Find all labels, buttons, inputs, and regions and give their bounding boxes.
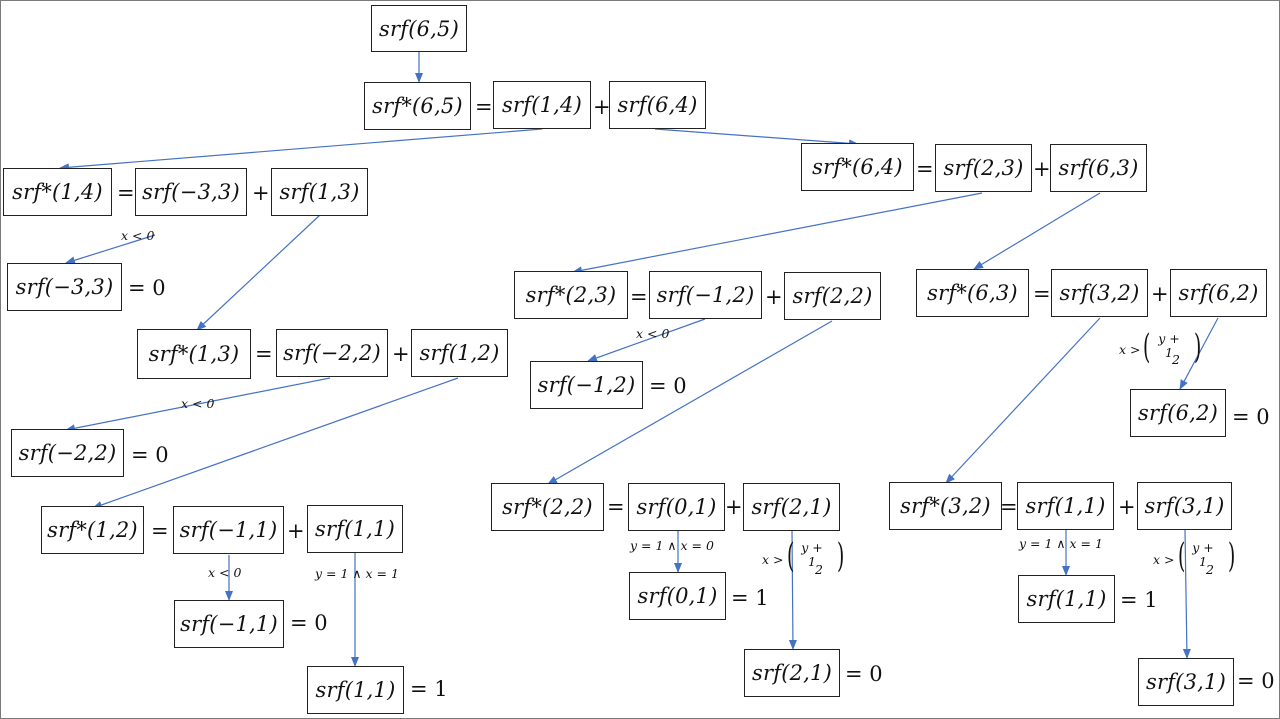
condition-y1-and-x0: y = 1 ∧ x = 0 <box>630 538 714 553</box>
result-zero: = 0 <box>649 374 687 398</box>
node-result-srf-m1-1: srf(−1,1) <box>174 600 284 648</box>
op-plus: + <box>252 181 270 205</box>
node-srf-6-2: srf(6,2) <box>1170 269 1267 317</box>
condition-y1-and-x1: y = 1 ∧ x = 1 <box>1019 536 1103 551</box>
binom-bottom: 2 <box>815 562 823 577</box>
op-equals: = <box>255 342 273 366</box>
binom-right-paren: ) <box>1227 536 1236 576</box>
node-srf-1-2: srf(1,2) <box>411 329 508 377</box>
node-srf-3-2: srf(3,2) <box>1051 269 1148 317</box>
node-srf-star-6-3: srf*(6,3) <box>916 269 1029 317</box>
node-srf-6-4: srf(6,4) <box>609 81 706 129</box>
binom-bottom: 2 <box>1206 562 1214 577</box>
node-srf-1-3: srf(1,3) <box>271 168 368 216</box>
node-srf-2-1: srf(2,1) <box>743 483 840 531</box>
node-srf-star-6-5: srf*(6,5) <box>364 82 471 130</box>
node-result-srf-m3-3: srf(−3,3) <box>7 263 122 311</box>
binom-right-paren: ) <box>836 536 845 576</box>
node-srf-star-1-3: srf*(1,3) <box>137 329 251 379</box>
op-equals: = <box>117 181 135 205</box>
result-one: = 1 <box>731 586 769 610</box>
condition-x-lt-0: x < 0 <box>208 565 242 580</box>
node-result-srf-1-1-b: srf(1,1) <box>1018 575 1115 623</box>
node-srf-star-2-3: srf*(2,3) <box>514 271 628 319</box>
condition-y1-and-x1: y = 1 ∧ x = 1 <box>315 566 399 581</box>
op-plus: + <box>593 95 611 119</box>
condition-x-gt: x > <box>762 552 784 567</box>
node-result-srf-m2-2: srf(−2,2) <box>11 429 124 477</box>
node-srf-m1-2: srf(−1,2) <box>649 271 762 319</box>
op-plus: + <box>1151 282 1169 306</box>
condition-x-gt: x > <box>1119 342 1141 357</box>
op-equals: = <box>475 95 493 119</box>
op-plus: + <box>1033 157 1051 181</box>
op-equals: = <box>630 285 648 309</box>
binom-top: y + 1 <box>801 540 823 569</box>
node-srf-star-1-2: srf*(1,2) <box>41 506 144 554</box>
node-result-srf-2-1: srf(2,1) <box>744 649 840 697</box>
result-zero: = 0 <box>1237 669 1275 693</box>
condition-x-lt-0: x < 0 <box>181 396 215 411</box>
node-srf-6-3: srf(6,3) <box>1050 144 1147 192</box>
op-equals: = <box>607 495 625 519</box>
node-srf-3-1: srf(3,1) <box>1137 482 1232 530</box>
result-zero: = 0 <box>131 443 169 467</box>
node-result-srf-0-1: srf(0,1) <box>629 572 726 620</box>
node-srf-star-1-4: srf*(1,4) <box>3 168 112 216</box>
node-srf-1-1: srf(1,1) <box>307 505 403 553</box>
binom-top: y + 1 <box>1158 331 1180 360</box>
op-equals: = <box>1000 495 1018 519</box>
node-srf-2-3: srf(2,3) <box>935 144 1032 192</box>
op-equals: = <box>151 519 169 543</box>
op-plus: + <box>725 495 743 519</box>
node-result-srf-3-1: srf(3,1) <box>1138 658 1234 706</box>
result-zero: = 0 <box>1232 405 1270 429</box>
binom-bottom: 2 <box>1172 352 1180 367</box>
condition-x-lt-0: x < 0 <box>636 326 670 341</box>
node-srf-1-4: srf(1,4) <box>493 81 591 129</box>
node-result-srf-m1-2: srf(−1,2) <box>530 361 643 409</box>
node-srf-0-1: srf(0,1) <box>628 483 725 531</box>
node-result-srf-1-1: srf(1,1) <box>307 666 404 714</box>
binom-left-paren: ( <box>786 536 795 576</box>
op-plus: + <box>392 342 410 366</box>
result-zero: = 0 <box>290 611 328 635</box>
binom-top: y + 1 <box>1192 540 1214 569</box>
node-srf-m3-3: srf(−3,3) <box>135 168 247 216</box>
result-zero: = 0 <box>845 662 883 686</box>
binom-left-paren: ( <box>1142 327 1151 367</box>
op-plus: + <box>287 519 305 543</box>
node-srf-m1-1: srf(−1,1) <box>173 506 284 554</box>
result-one: = 1 <box>1120 588 1158 612</box>
binom-left-paren: ( <box>1177 536 1186 576</box>
condition-x-lt-0: x < 0 <box>121 228 155 243</box>
node-srf-2-2: srf(2,2) <box>784 272 881 320</box>
result-one: = 1 <box>410 677 448 701</box>
op-plus: + <box>765 285 783 309</box>
op-plus: + <box>1118 495 1136 519</box>
op-equals: = <box>916 157 934 181</box>
condition-x-gt: x > <box>1153 552 1175 567</box>
result-zero: = 0 <box>128 276 166 300</box>
binom-right-paren: ) <box>1193 327 1202 367</box>
node-srf-m2-2: srf(−2,2) <box>276 329 388 377</box>
op-equals: = <box>1033 282 1051 306</box>
node-result-srf-6-2: srf(6,2) <box>1130 389 1226 437</box>
node-srf-star-3-2: srf*(3,2) <box>889 482 1002 530</box>
node-srf-star-2-2: srf*(2,2) <box>491 483 604 531</box>
node-srf-1-1-b: srf(1,1) <box>1017 482 1114 530</box>
node-srf-star-6-4: srf*(6,4) <box>801 143 914 191</box>
node-srf-6-5: srf(6,5) <box>371 5 467 52</box>
